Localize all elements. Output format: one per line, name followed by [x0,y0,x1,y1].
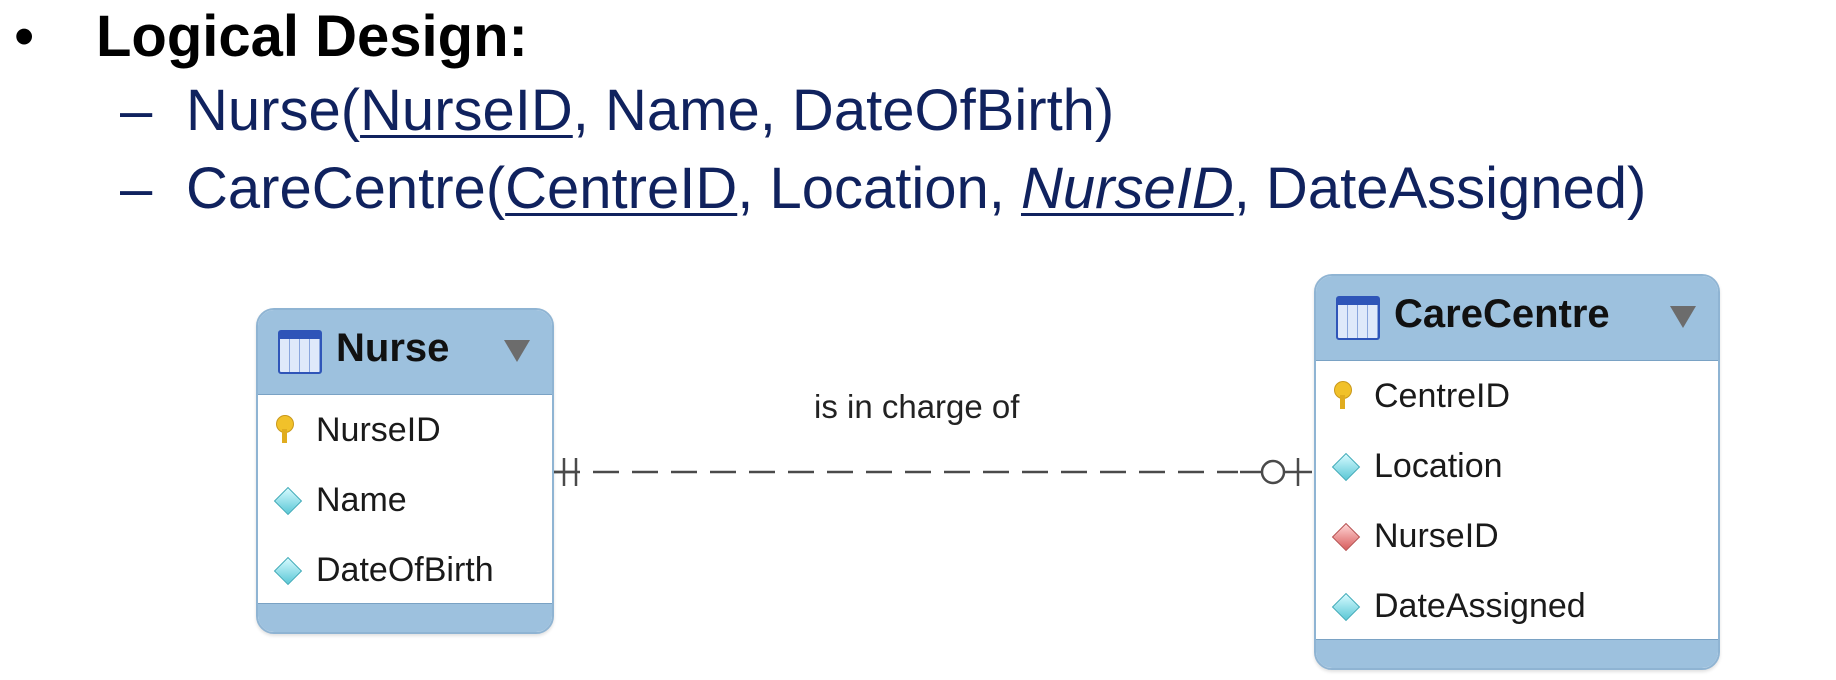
entity-header: Nurse [258,310,552,395]
attribute-name: Name [316,481,407,519]
carecentre-attributes-rest: , DateAssigned) [1233,156,1647,221]
attribute-name: Location [1374,447,1503,485]
nurse-primary-key: NurseID [360,78,573,143]
entity-title: Nurse [336,326,450,370]
zero-or-one-mark [1260,459,1286,485]
carecentre-entity[interactable]: CareCentre CentreID Location NurseID Dat… [1314,274,1720,670]
attribute-row: DateAssigned [1316,571,1718,641]
attribute-row: DateOfBirth [258,535,552,605]
nurse-attributes: , Name, DateOfBirth) [572,78,1115,143]
dropdown-arrow-icon[interactable] [504,340,530,362]
attribute-diamond-icon [273,556,303,586]
nurse-relation-name: Nurse [186,78,341,143]
carecentre-foreign-key: NurseID [1020,156,1234,221]
attribute-name: CentreID [1374,377,1511,415]
carecentre-relation-name: CareCentre [186,156,486,221]
entity-footer [1316,639,1718,668]
carecentre-attributes-mid: , Location, [737,156,1021,221]
bullet-point: • [14,4,35,69]
attribute-diamond-icon [273,486,303,516]
attribute-row: CentreID [1316,361,1718,431]
carecentre-primary-key: CentreID [505,156,738,221]
foreign-key-diamond-icon [1331,522,1361,552]
nurse-entity[interactable]: Nurse NurseID Name DateOfBirth [256,308,554,634]
open-paren: ( [340,78,361,143]
dash: – [120,78,153,143]
attribute-name: DateAssigned [1374,587,1586,625]
attribute-row: Location [1316,431,1718,501]
dash: – [120,156,153,221]
open-paren: ( [485,156,506,221]
table-icon [278,330,322,374]
carecentre-schema-line: –CareCentre(CentreID, Location, NurseID,… [120,154,1646,224]
nurse-schema-line: –Nurse(NurseID, Name, DateOfBirth) [120,76,1114,146]
entity-header: CareCentre [1316,276,1718,361]
primary-key-icon [1334,381,1352,409]
entity-footer [258,603,552,632]
primary-key-icon [276,415,294,443]
table-icon [1336,296,1380,340]
attribute-row: Name [258,465,552,535]
attribute-diamond-icon [1331,452,1361,482]
heading-logical-design: Logical Design: [96,4,528,69]
attribute-name: DateOfBirth [316,551,494,589]
entity-title: CareCentre [1394,292,1610,336]
dropdown-arrow-icon[interactable] [1670,306,1696,328]
attribute-row: NurseID [1316,501,1718,571]
attribute-row: NurseID [258,395,552,465]
attribute-name: NurseID [316,411,441,449]
attribute-name: NurseID [1374,517,1499,555]
attribute-diamond-icon [1331,592,1361,622]
relationship-label: is in charge of [814,388,1020,425]
